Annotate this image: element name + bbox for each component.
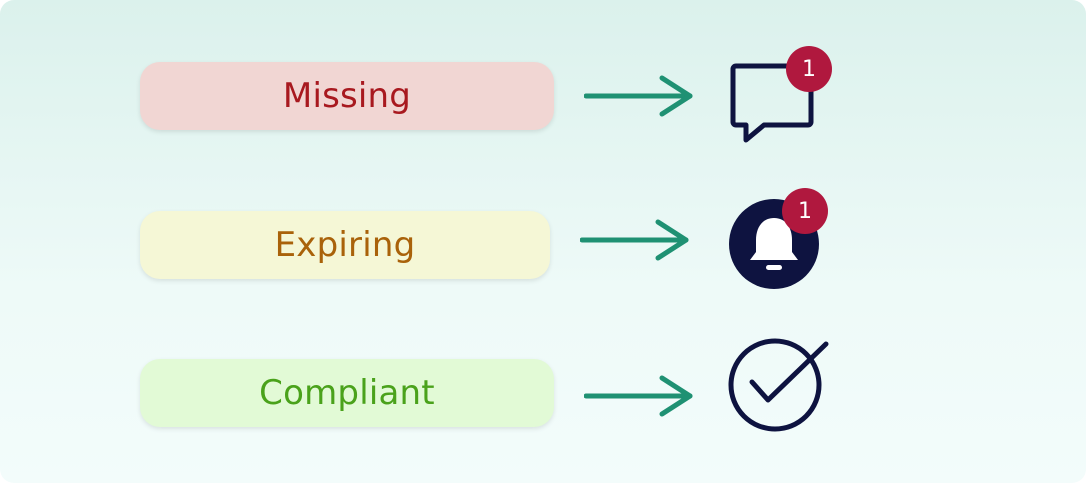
- arrow-right-icon: [584, 375, 693, 417]
- notification-badge: 1: [786, 46, 832, 92]
- status-label-expiring: Expiring: [274, 225, 416, 265]
- status-pill-expiring: Expiring: [140, 211, 550, 279]
- arrow-right-icon: [584, 75, 693, 117]
- notification-badge: 1: [782, 188, 828, 234]
- status-pill-compliant: Compliant: [140, 359, 554, 427]
- status-label-compliant: Compliant: [259, 373, 435, 413]
- check-circle-icon: [728, 338, 829, 432]
- status-label-missing: Missing: [282, 76, 412, 116]
- arrow-right-icon: [580, 219, 689, 261]
- status-pill-missing: Missing: [140, 62, 554, 130]
